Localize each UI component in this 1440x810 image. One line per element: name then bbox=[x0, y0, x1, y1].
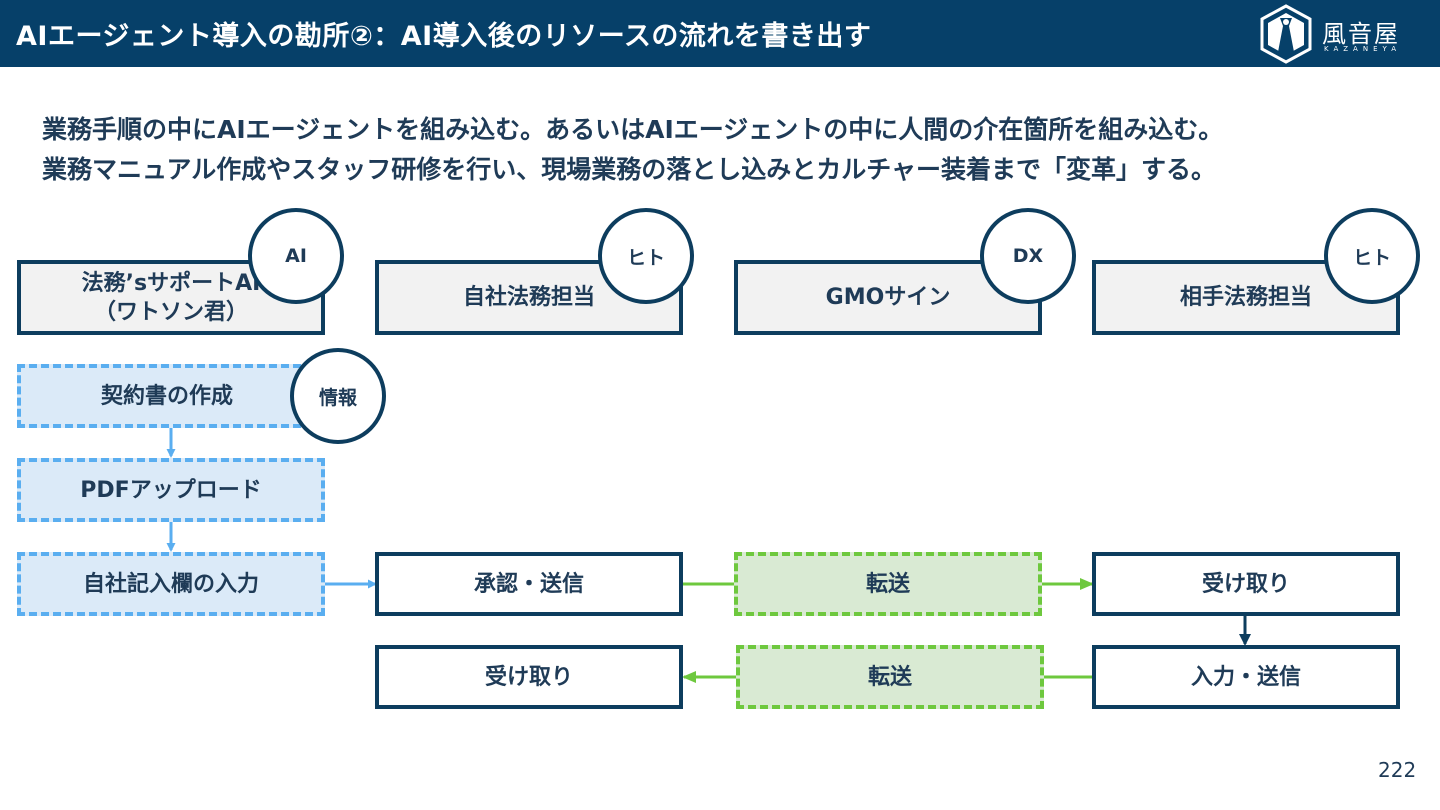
step-label: 受け取り bbox=[1201, 571, 1290, 597]
step-label: 転送 bbox=[867, 664, 912, 690]
lead-text: 業務手順の中にAIエージェントを組み込む。あるいはAIエージェントの中に人間の介… bbox=[42, 110, 1422, 190]
step-approve-send: 承認・送信 bbox=[375, 552, 683, 616]
step-label: 入力・送信 bbox=[1190, 664, 1301, 690]
role-gmo-sign: GMOサイン bbox=[734, 260, 1042, 335]
tag-ai: AI bbox=[248, 208, 344, 304]
page-number: 222 bbox=[1378, 758, 1417, 782]
step-own-entry: 自社記入欄の入力 bbox=[17, 552, 325, 616]
step-label: 転送 bbox=[865, 571, 910, 597]
company-logo: 風音屋 KAZANEYA bbox=[1258, 4, 1408, 64]
role-label: 自社法務担当 bbox=[462, 285, 595, 310]
step-label: 契約書の作成 bbox=[101, 383, 234, 409]
header-bar: AIエージェント導入の勘所②：AI導入後のリソースの流れを書き出す 風音屋 KA… bbox=[0, 0, 1440, 67]
tag-information: 情報 bbox=[290, 348, 386, 444]
tag-human: ヒト bbox=[598, 208, 694, 304]
step-receive-1: 受け取り bbox=[1092, 552, 1400, 616]
tag-dx: DX bbox=[980, 208, 1076, 304]
step-transfer-2: 転送 bbox=[736, 645, 1044, 709]
logo-name: 風音屋 bbox=[1322, 20, 1400, 48]
lead-line-2: 業務マニュアル作成やスタッフ研修を行い、現場業務の落とし込みとカルチャー装着まで… bbox=[42, 155, 1217, 184]
role-label-line-1: 法務’sサポートAI bbox=[81, 270, 261, 296]
step-transfer-1: 転送 bbox=[734, 552, 1042, 616]
step-label: 承認・送信 bbox=[473, 571, 584, 597]
step-input-send: 入力・送信 bbox=[1092, 645, 1400, 709]
role-label: GMOサイン bbox=[825, 285, 951, 310]
tag-human: ヒト bbox=[1324, 208, 1420, 304]
logo-subtitle: KAZANEYA bbox=[1324, 45, 1402, 53]
step-label: PDFアップロード bbox=[80, 477, 262, 503]
step-label: 自社記入欄の入力 bbox=[82, 571, 259, 597]
step-contract-creation: 契約書の作成 bbox=[17, 364, 325, 428]
step-receive-2: 受け取り bbox=[375, 645, 683, 709]
step-pdf-upload: PDFアップロード bbox=[17, 458, 325, 522]
lead-line-1: 業務手順の中にAIエージェントを組み込む。あるいはAIエージェントの中に人間の介… bbox=[42, 115, 1224, 144]
role-label: 相手法務担当 bbox=[1179, 285, 1312, 310]
kazaneya-logo-icon bbox=[1260, 4, 1312, 64]
role-label-line-2: （ワトソン君） bbox=[93, 299, 248, 325]
step-label: 受け取り bbox=[484, 664, 573, 690]
slide-title: AIエージェント導入の勘所②：AI導入後のリソースの流れを書き出す bbox=[16, 21, 872, 52]
